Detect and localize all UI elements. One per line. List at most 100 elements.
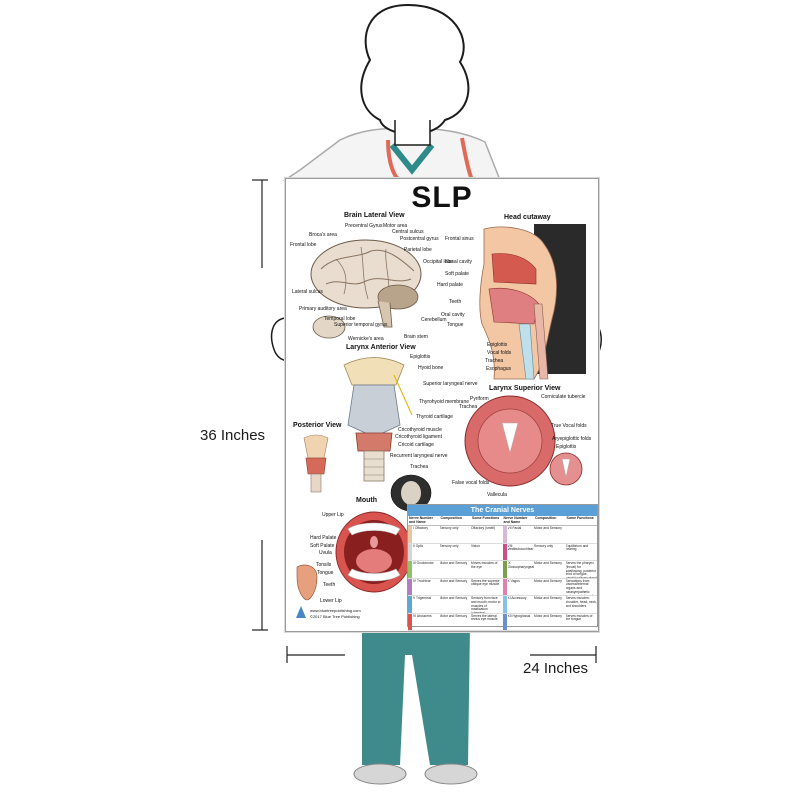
larynx-anterior-label: Thyroid cartilage	[416, 414, 453, 420]
brain-illustration	[310, 239, 422, 339]
table-cell: Motor and Sensory	[440, 561, 472, 578]
cell-text: VII Facial	[507, 526, 522, 530]
table-row: II Optic Sensory only Vision VIII Vestibulo…	[408, 543, 598, 561]
table-cell: XII Hypoglossal	[502, 613, 535, 630]
cell-text: X Vagus	[507, 578, 520, 583]
table-cell: Motor and Sensory	[440, 596, 472, 613]
brain-label: Cerebellum	[421, 317, 447, 323]
brain-label: Broca's area	[309, 232, 337, 238]
cell-text: Serves the superior oblique eye muscle	[471, 578, 500, 587]
cell-text: Motor and Sensory	[534, 613, 562, 618]
mouth-illustration	[335, 511, 413, 593]
skull-base-illustration	[390, 474, 432, 512]
column-header: Composition	[535, 516, 557, 520]
head-cutaway-heading: Head cutaway	[504, 214, 551, 221]
larynx-anterior-illustration	[343, 357, 413, 482]
table-cell: Sensory only	[440, 526, 472, 543]
larynx-anterior-label: Cricothyroid ligament	[395, 434, 442, 440]
nerve-color-swatch	[408, 543, 412, 560]
brain-label: Wernicke's area	[348, 336, 384, 342]
larynx-anterior-label: Cricothyroid muscle	[398, 427, 442, 433]
cell-text: Motor and Sensory	[439, 561, 468, 565]
cell-text: Serves muscles of the tongue	[565, 613, 593, 622]
publisher-copyright: ©2017 Blue Tree Publishing	[310, 614, 360, 619]
larynx-superior-label: Aryepiglottic folds	[552, 436, 592, 442]
larynx-anterior-label: Cricoid cartilage	[398, 442, 434, 448]
brain-heading: Brain Lateral View	[344, 212, 405, 219]
cell-text: Sensory only	[534, 543, 554, 548]
nerve-color-swatch	[502, 543, 507, 560]
larynx-anterior-label: Recurrent laryngeal nerve	[390, 453, 448, 459]
cell-text: III Oculomotor	[413, 561, 434, 565]
larynx-superior-label: Pyriform	[470, 396, 489, 402]
head-label: Teeth	[449, 299, 462, 305]
table-cell: III Oculomotor	[408, 561, 440, 578]
table-cell: Serves muscles of the tongue	[566, 614, 598, 631]
table-cell: Motor and Sensory	[440, 614, 472, 631]
cell-text: IV Trochlear	[413, 578, 431, 583]
mouth-label: Hard Palate	[310, 535, 337, 541]
slp-poster: SLP Brain Lateral View Precentral Gyrus …	[285, 178, 599, 632]
table-cell: Moves muscles of the eye	[471, 561, 503, 578]
table-cell: V Trigeminal	[408, 596, 440, 613]
cell-text: II Optic	[413, 543, 424, 548]
column-header: Composition	[440, 516, 462, 520]
cell-text: V Trigeminal	[413, 596, 432, 600]
cell-text: IX Glossopharyngeal	[507, 561, 535, 569]
head-label: Nasal cavity	[445, 259, 472, 265]
brain-label: Parietal lobe	[404, 247, 432, 253]
nerve-color-swatch	[502, 561, 507, 578]
cell-text: VIII Vestibulocochlear	[507, 543, 534, 552]
larynx-anterior-label: Epiglottis	[410, 354, 431, 360]
cranial-nerves-header: Nerve Number and Name Composition Some F…	[408, 516, 597, 526]
table-cell: Motor and Sensory	[534, 596, 566, 613]
head-label: Epiglottis	[487, 342, 508, 348]
mouth-label: Uvula	[319, 550, 332, 556]
cell-text: Motor and Sensory	[534, 561, 562, 565]
column-header: Nerve Number and Name	[503, 516, 528, 524]
nerve-color-swatch	[502, 613, 507, 630]
table-cell: Equilibrium and hearing	[566, 544, 598, 561]
brain-label: Motor area	[383, 223, 408, 229]
table-cell: Motor and Sensory	[440, 579, 472, 596]
table-cell: VIII Vestibulocochlear	[502, 543, 535, 560]
larynx-superior-heading: Larynx Superior View	[489, 385, 561, 392]
head-cutaway-illustration	[479, 224, 586, 380]
nerve-color-swatch	[408, 613, 412, 630]
cranial-nerves-table: The Cranial Nerves Nerve Number and Name…	[407, 504, 598, 631]
table-cell: Serves the lateral rectus eye muscle	[471, 614, 503, 631]
cell-text: Equilibrium and hearing	[565, 543, 589, 552]
table-cell: XI Accessory	[502, 596, 535, 613]
publisher-website: www.bluetreepublishing.com	[310, 608, 361, 613]
table-cell: Motor and Sensory	[534, 561, 566, 578]
nerve-color-swatch	[408, 561, 412, 578]
cell-text: Vision	[471, 543, 480, 548]
brain-label: Brain stem	[404, 334, 428, 340]
larynx-anterior-heading: Larynx Anterior View	[346, 344, 416, 351]
table-cell: Motor and Sensory	[534, 579, 566, 596]
cell-text: I Olfactory	[413, 526, 429, 530]
cell-text: Serves the pharynx (throat) for swallowi…	[565, 561, 597, 577]
tongue-small-illustration	[296, 564, 318, 601]
table-cell: Sensory only	[534, 544, 566, 561]
table-cell: VI Abducens	[408, 613, 440, 630]
mouth-label: Tonsils	[316, 562, 332, 568]
table-cell: II Optic	[408, 543, 440, 560]
brain-label: Occipital lobe	[423, 259, 454, 265]
table-cell: Vision	[471, 544, 503, 561]
table-cell: X Vagus	[502, 578, 535, 595]
table-cell: Serves the pharynx (throat) for swallowi…	[565, 561, 598, 577]
nerve-color-swatch	[408, 526, 412, 543]
mouth-label: Upper Lip	[322, 512, 344, 518]
larynx-superior-label: True Vocal folds	[551, 423, 587, 429]
brain-label: Temporal lobe	[324, 316, 356, 322]
larynx-anterior-label: Superior laryngeal nerve	[423, 381, 478, 387]
larynx-superior-label: Trachea	[459, 404, 478, 410]
width-dimension-label: 24 Inches	[523, 660, 589, 677]
cell-text: Motor and Sensory	[439, 596, 468, 600]
